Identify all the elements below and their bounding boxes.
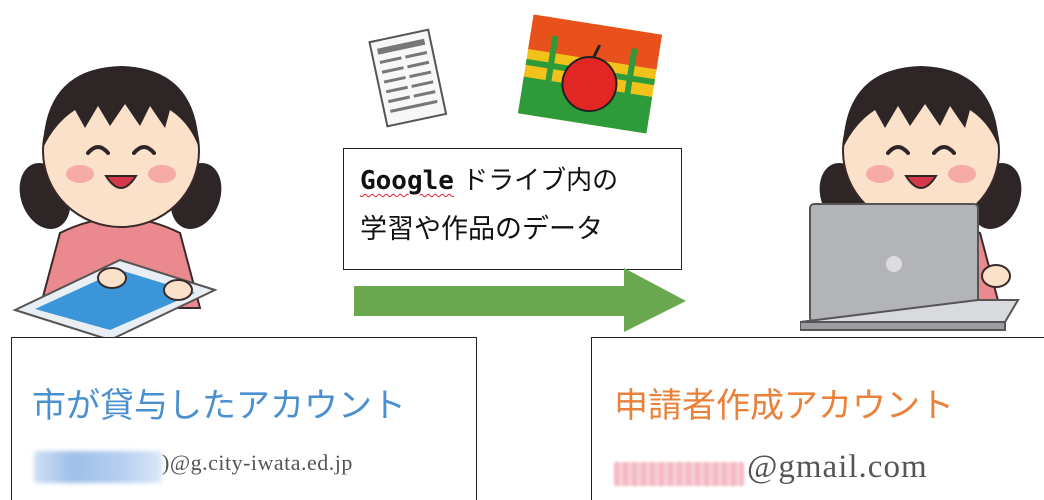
girl-with-laptop-illustration — [800, 28, 1030, 340]
girl-with-tablet-illustration — [0, 28, 240, 340]
personal-account-box: 申請者作成アカウント @gmail.com — [591, 337, 1044, 500]
drive-label: ドライブ内の — [453, 166, 619, 196]
redacted-username — [614, 462, 744, 486]
personal-account-title: 申請者作成アカウント — [614, 386, 954, 426]
city-account-box: 市が貸与したアカウント )@g.city-iwata.ed.jp — [11, 337, 477, 500]
google-label: Google — [360, 166, 454, 196]
right-arrow-icon — [354, 268, 686, 332]
data-description-box: Google ドライブ内の 学習や作品のデータ — [343, 148, 682, 270]
city-account-title: 市が貸与したアカウント — [32, 386, 406, 426]
apple-drawing-picture-icon — [515, 12, 665, 137]
newspaper-document-icon — [362, 25, 454, 133]
redacted-username — [34, 451, 162, 483]
city-account-email: )@g.city-iwata.ed.jp — [162, 450, 353, 475]
data-description-line1: Google ドライブ内の — [360, 161, 681, 201]
data-description-line2: 学習や作品のデータ — [360, 214, 603, 245]
personal-account-email: @gmail.com — [747, 449, 928, 485]
